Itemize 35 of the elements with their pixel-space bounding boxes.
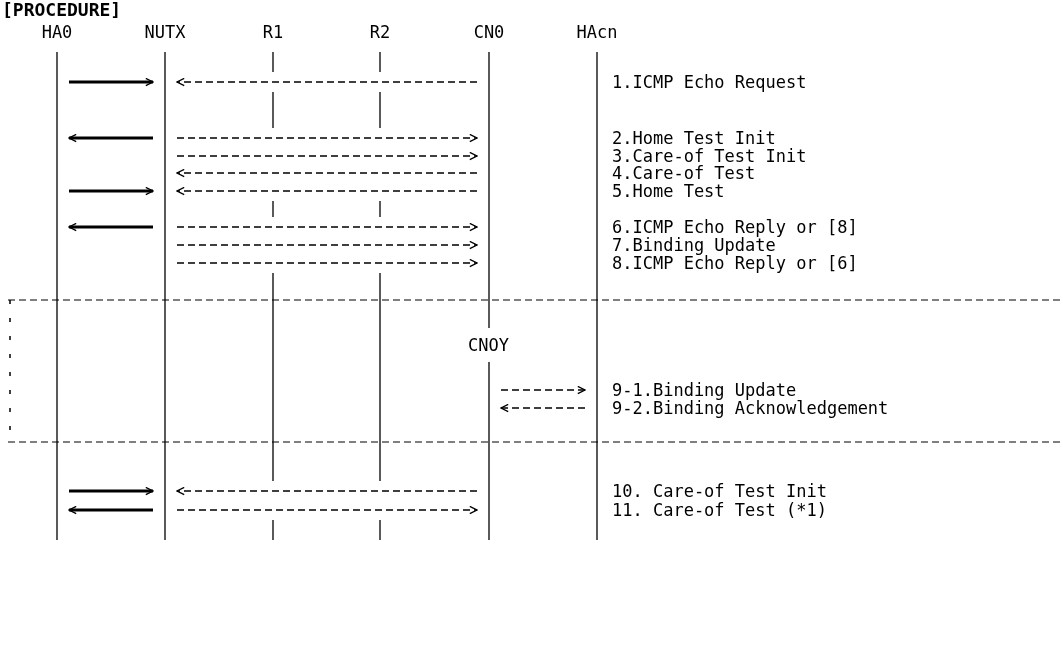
lifeline-label: HAcn — [575, 22, 619, 42]
message-arrow — [68, 133, 153, 143]
message-arrow — [176, 486, 478, 496]
message-arrow — [176, 222, 478, 232]
lifeline-label: NUTX — [143, 22, 187, 42]
message-arrow — [176, 258, 478, 268]
message-arrow — [176, 186, 478, 196]
message-arrow — [176, 168, 478, 178]
message-label: 2.Home Test Init — [612, 128, 776, 148]
message-arrow — [500, 385, 586, 395]
message-label: 9-1.Binding Update — [612, 380, 797, 400]
message-arrow — [176, 505, 478, 515]
lifeline-label: CN0 — [472, 22, 506, 42]
message-label: 4.Care-of Test — [612, 163, 756, 183]
message-arrow — [69, 486, 154, 496]
message-label: 11. Care-of Test (*1) — [612, 500, 827, 520]
message-arrow — [500, 403, 586, 413]
message-arrow — [176, 151, 478, 161]
message-label: 5.Home Test — [612, 181, 725, 201]
message-label: 10. Care-of Test Init — [612, 481, 827, 501]
lifeline-label: R2 — [368, 22, 392, 42]
message-arrow — [69, 77, 154, 87]
message-label: 6.ICMP Echo Reply or [8] — [612, 217, 858, 237]
message-arrow — [176, 77, 478, 87]
lifeline-label: CNOY — [468, 335, 509, 355]
message-arrow — [176, 240, 478, 250]
message-arrow — [176, 133, 478, 143]
message-label: 1.ICMP Echo Request — [612, 72, 807, 92]
message-label: 3.Care-of Test Init — [612, 146, 807, 166]
message-arrow — [68, 222, 153, 232]
lifeline-label: R1 — [261, 22, 285, 42]
lifeline-label: HA0 — [40, 22, 74, 42]
title: [PROCEDURE] — [2, 0, 122, 20]
message-arrow — [68, 505, 153, 515]
message-arrow — [69, 186, 154, 196]
